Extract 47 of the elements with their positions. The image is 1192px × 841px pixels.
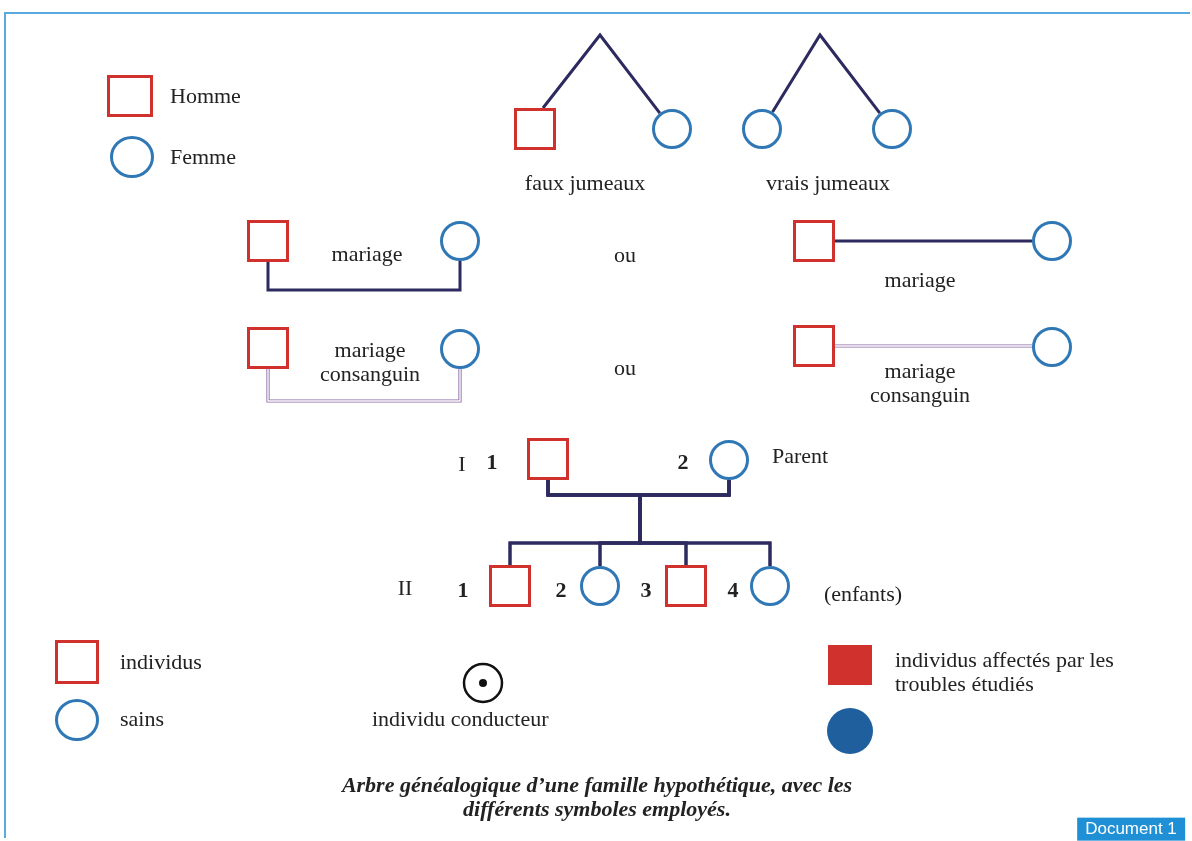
generation-number: II <box>397 575 413 601</box>
square-symbol <box>793 220 835 262</box>
symbol-caption: faux jumeaux <box>524 170 646 196</box>
circle-symbol <box>1032 221 1072 261</box>
generation-number: I <box>458 451 466 477</box>
separator-word: ou <box>614 355 636 381</box>
individual-number: 3 <box>640 577 652 603</box>
legend-text: Femme <box>170 145 236 170</box>
caption: Arbre généalogique d’une famille hypothétique, avec les différents symboles employés. <box>340 772 854 822</box>
document-tag: Document 1 <box>1077 817 1185 841</box>
circle-symbol <box>750 566 790 606</box>
generation-note: (enfants) <box>823 581 903 607</box>
double-line <box>835 344 1033 348</box>
legend-text: individu conducteur <box>372 707 549 732</box>
legend-text: Homme <box>170 84 241 109</box>
legend-text: sains <box>120 707 164 732</box>
double-line <box>266 369 462 403</box>
square-symbol <box>665 565 707 607</box>
circle-symbol <box>1032 327 1072 367</box>
square-symbol <box>247 327 289 369</box>
individual-number: 2 <box>555 577 567 603</box>
legend-text: individus affectés par les troubles étudiés <box>895 648 1115 697</box>
generation-note: Parent <box>771 443 829 469</box>
circle-symbol <box>652 109 692 149</box>
connector-line <box>266 261 462 292</box>
symbol-caption: vrais jumeaux <box>766 170 890 196</box>
square-symbol <box>514 108 556 150</box>
square-symbol <box>489 565 531 607</box>
separator-word: ou <box>614 242 636 268</box>
circle-symbol <box>440 221 480 261</box>
individual-number: 4 <box>727 577 739 603</box>
circle-symbol <box>440 329 480 369</box>
connector-line <box>541 32 662 115</box>
connector-line <box>771 32 882 115</box>
square-symbol <box>527 438 569 480</box>
connector-line <box>835 239 1032 243</box>
individual-number: 1 <box>457 577 469 603</box>
square-symbol <box>247 220 289 262</box>
individual-number: 1 <box>486 449 498 475</box>
circle-symbol <box>742 109 782 149</box>
square-symbol <box>793 325 835 367</box>
connector-line <box>638 480 772 566</box>
circle-symbol <box>872 109 912 149</box>
circle-symbol <box>709 440 749 480</box>
legend-text: individus <box>120 650 202 675</box>
circle-symbol <box>580 566 620 606</box>
individual-number: 2 <box>677 449 689 475</box>
